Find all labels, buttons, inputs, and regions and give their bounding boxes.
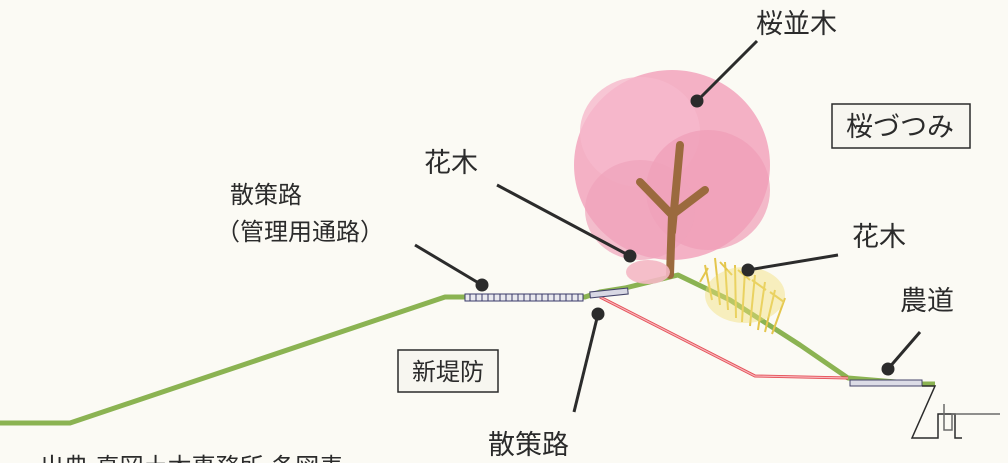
- label-sansakuro-upper-line2: （管理用通路）: [216, 218, 384, 246]
- label-noudou: 農道: [900, 286, 954, 317]
- old-levee-line-inner: [599, 296, 849, 379]
- label-kaboku-right: 花木: [852, 222, 906, 253]
- label-sakura-namiki: 桜並木: [756, 9, 837, 40]
- right-shrub-fill: [705, 267, 785, 323]
- lower-path-surface: [589, 287, 629, 299]
- label-source-partial: 出典 真岡土木事務所 条図表: [40, 453, 343, 463]
- label-sakura-zutsumi: 桜づつみ: [846, 112, 954, 143]
- sakura-zutsumi-box: [831, 103, 971, 149]
- label-kaboku-left: 花木: [424, 148, 478, 179]
- left-flower-shrub: [626, 260, 670, 284]
- ditch-inner: [943, 404, 1000, 431]
- pointer-kaboku-right: [747, 253, 839, 272]
- pointers: [414, 39, 922, 413]
- label-shin-teibou: 新堤防: [412, 358, 484, 386]
- label-sansakuro-upper-line1: 散策路: [230, 181, 302, 209]
- pointer-kaboku-left: [496, 183, 631, 258]
- pointer-sakura-namiki: [695, 39, 759, 103]
- farm-road-surface: [849, 379, 923, 387]
- ditch-shape: [910, 385, 962, 439]
- label-sansakuro-lower: 散策路: [488, 430, 569, 461]
- pointer-sansakuro-upper: [414, 243, 483, 287]
- upper-path-ticks: [469, 294, 579, 301]
- cherry-trunk: [636, 141, 709, 279]
- pointer-noudou: [886, 331, 922, 370]
- pointer-sansakuro-lower: [572, 313, 600, 413]
- cherry-tree: [574, 70, 770, 279]
- shin-teibou-box: [397, 349, 499, 393]
